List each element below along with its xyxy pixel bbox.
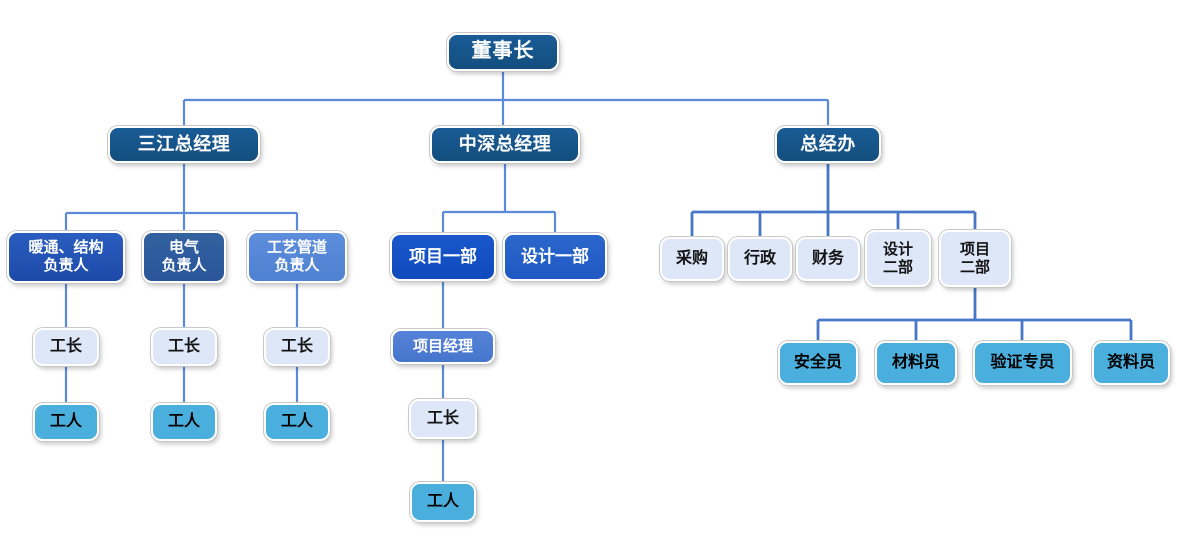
- node-piping-lead: 工艺管道 负责人: [247, 231, 347, 283]
- node-design-dept-1: 设计一部: [503, 233, 607, 281]
- node-foreman-electrical: 工长: [151, 328, 217, 366]
- node-foreman-piping: 工长: [264, 328, 330, 366]
- node-project-dept-2: 项目 二部: [939, 230, 1011, 287]
- node-chairman: 董事长: [447, 33, 559, 71]
- node-project-manager: 项目经理: [391, 329, 495, 364]
- node-foreman-hvac: 工长: [33, 328, 99, 366]
- node-document-clerk: 资料员: [1092, 341, 1170, 385]
- node-hvac-structure-lead: 暖通、结构 负责人: [7, 231, 125, 283]
- node-finance: 财务: [796, 237, 860, 281]
- node-worker-electrical: 工人: [151, 403, 217, 441]
- node-verification-specialist: 验证专员: [973, 341, 1072, 385]
- node-electrical-lead: 电气 负责人: [142, 231, 226, 283]
- node-safety-officer: 安全员: [778, 341, 858, 385]
- node-procurement: 采购: [660, 237, 724, 281]
- node-sanjiang-gm: 三江总经理: [108, 126, 260, 163]
- node-worker-piping: 工人: [264, 403, 330, 441]
- node-worker-project: 工人: [410, 482, 476, 522]
- node-zhongshen-gm: 中深总经理: [430, 126, 580, 163]
- node-project-dept-1: 项目一部: [390, 233, 496, 281]
- node-worker-hvac: 工人: [33, 403, 99, 441]
- node-administration: 行政: [728, 237, 792, 281]
- node-material-clerk: 材料员: [875, 341, 957, 385]
- node-foreman-project: 工长: [409, 399, 477, 439]
- node-gm-office: 总经办: [775, 126, 881, 163]
- node-design-dept-2: 设计 二部: [865, 230, 931, 287]
